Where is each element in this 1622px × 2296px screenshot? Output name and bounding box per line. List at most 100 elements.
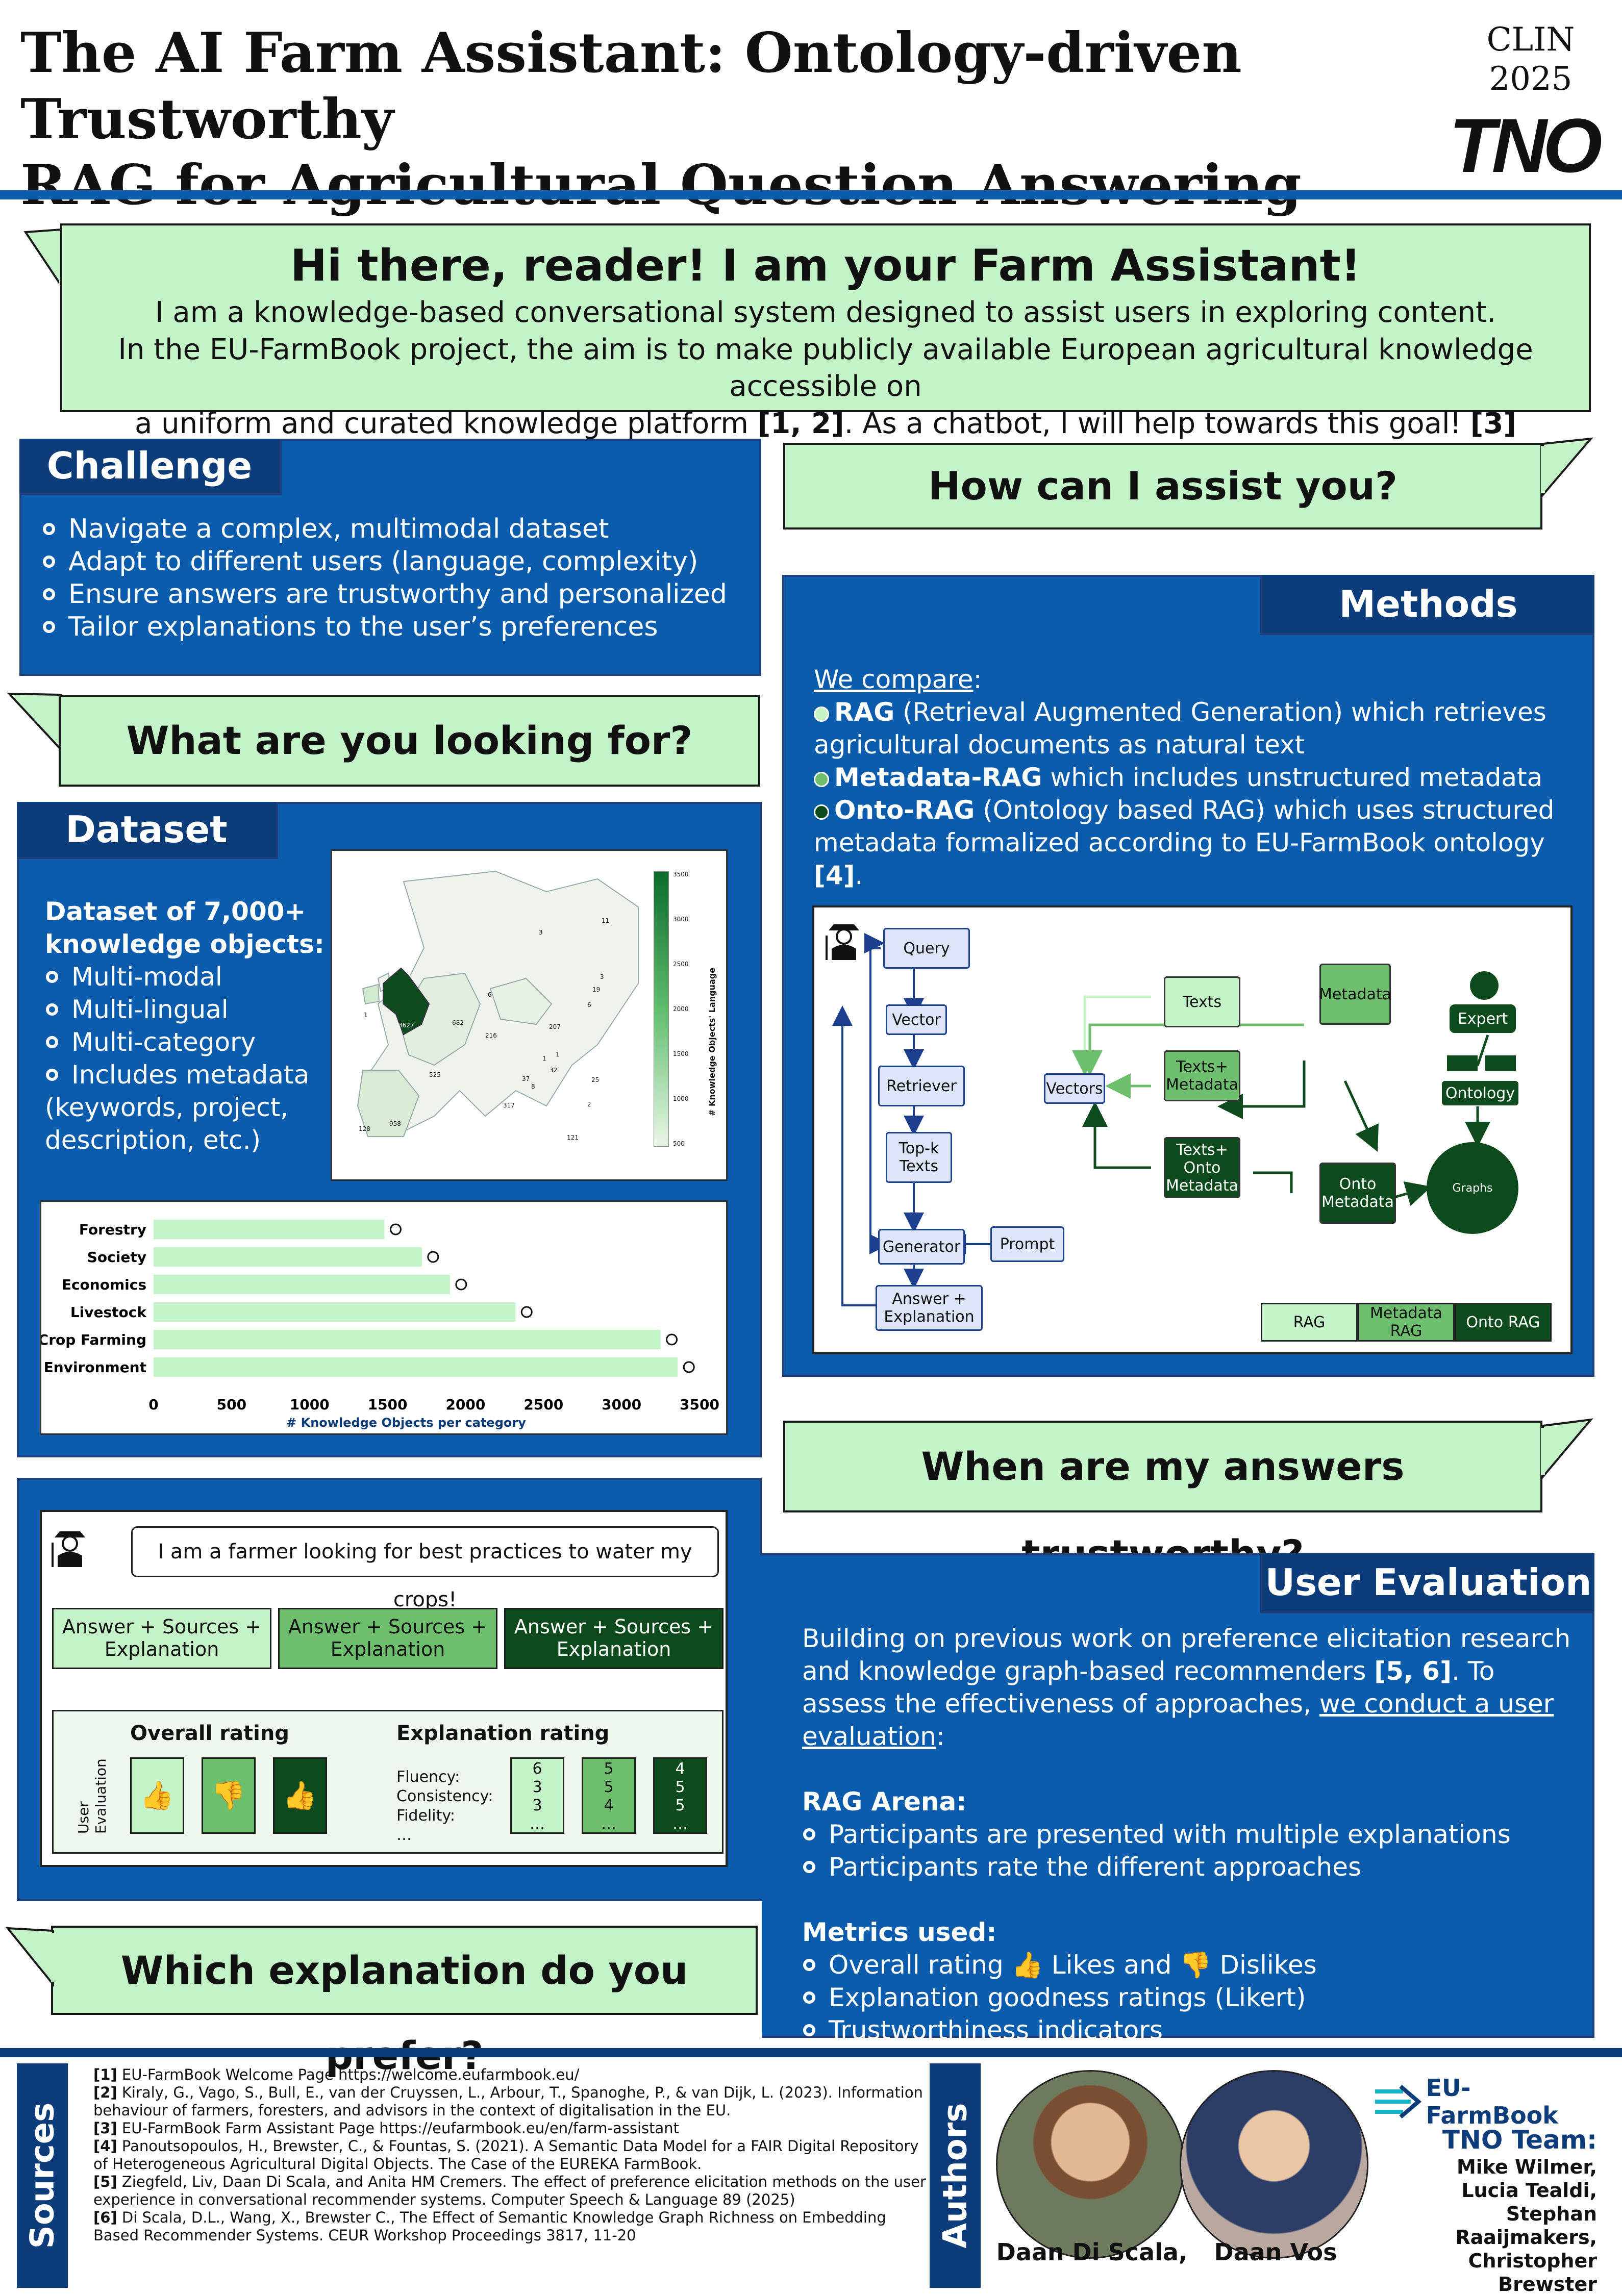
team-member: Stephan Raaijmakers, <box>1455 2203 1597 2249</box>
user-eval-para-cont: . To assess the effectiveness of approac… <box>802 1656 1495 1719</box>
ref-number: [1] <box>93 2066 117 2083</box>
x-tick-label: 1500 <box>368 1396 408 1413</box>
category-icon <box>455 1278 467 1291</box>
map-label: 128 <box>359 1125 370 1132</box>
legend-onto-rag: Onto RAG <box>1455 1303 1552 1342</box>
like-button[interactable]: 👍 <box>130 1757 184 1834</box>
answer-card-rag[interactable]: Answer + Sources + Explanation <box>52 1608 271 1669</box>
intro-line-1: I am a knowledge-based conversational sy… <box>155 295 1496 329</box>
thumbs-up-icon: 👍 <box>1011 1950 1043 1980</box>
vector-node: Vector <box>886 1004 947 1035</box>
intro-line-3-text: a uniform and curated knowledge platform <box>135 407 758 441</box>
method-name: Metadata-RAG <box>834 763 1042 792</box>
dataset-heading-2: knowledge objects: <box>45 929 325 959</box>
category-label: Livestock <box>70 1304 147 1321</box>
user-eval-link-text: we conduct a user evaluation <box>802 1689 1554 1751</box>
intro-ref-3: [3] <box>1470 407 1516 441</box>
ref-text: Ziegfeld, Liv, Daan Di Scala, and Anita … <box>93 2173 926 2208</box>
rag-arena-heading: RAG Arena: <box>802 1787 967 1816</box>
map-label: 958 <box>389 1120 401 1127</box>
dataset-item: Includes metadata <box>45 1058 331 1091</box>
rating-area: User Evaluation Overall rating 👍 👎 👍 Exp… <box>52 1710 723 1854</box>
method-name: Onto-RAG <box>834 795 975 825</box>
ref-number: [4] <box>93 2137 117 2155</box>
x-axis-label: # Knowledge Objects per category <box>286 1416 526 1430</box>
ref-number: [5] <box>93 2173 117 2190</box>
score: 5 <box>604 1760 614 1778</box>
evaluation-mockup: I am a farmer looking for best practices… <box>40 1510 728 1867</box>
map-label: 121 <box>567 1134 579 1141</box>
prefer-bubble: Which explanation do you prefer? <box>51 1926 758 2078</box>
dataset-item: Multi-category <box>45 1026 331 1058</box>
user-evaluation-vertical-label: User Evaluation <box>75 1758 109 1834</box>
poster-title: The AI Farm Assistant: Ontology-driven T… <box>20 20 1475 219</box>
category-label: Society <box>87 1249 146 1266</box>
category-bar <box>154 1330 661 1349</box>
team-member: Christopher Brewster <box>1468 2250 1597 2295</box>
score: 5 <box>675 1778 685 1796</box>
score: 5 <box>675 1797 685 1814</box>
texts-onto-node: Texts+ Onto Metadata <box>1164 1137 1240 1198</box>
metrics-list: Overall rating 👍 Likes and 👎 Dislikes Ex… <box>802 1949 1578 2047</box>
map-label: 3 <box>539 929 543 936</box>
category-bar <box>154 1220 385 1239</box>
texts-node: Texts <box>1164 976 1240 1027</box>
user-eval-text: Building on previous work on preference … <box>802 1622 1578 2047</box>
method-desc: (Retrieval Augmented Generation) which r… <box>814 697 1546 760</box>
metric-1-dislikes: Dislikes <box>1211 1950 1317 1980</box>
ref-number: [6] <box>93 2209 117 2226</box>
answer-card-onto-rag[interactable]: Answer + Sources + Explanation <box>504 1608 723 1669</box>
category-icon <box>683 1361 695 1373</box>
tno-team: TNO Team: Mike Wilmer, Lucia Tealdi, Ste… <box>1373 2125 1597 2296</box>
x-tick-label: 3000 <box>602 1396 641 1413</box>
metric-1-likes: Likes and <box>1043 1950 1180 1980</box>
user-eval-ref: [5, 6] <box>1374 1656 1452 1686</box>
intro-line-2: In the EU-FarmBook project, the aim is t… <box>118 333 1533 403</box>
team-member: Mike Wilmer, <box>1456 2156 1597 2178</box>
intro-line-3-cont: . As a chatbot, I will help towards this… <box>844 407 1470 441</box>
metadata-rag-bullet-icon <box>814 771 829 787</box>
overall-rating-label: Overall rating <box>130 1722 289 1745</box>
metric-item: Trustworthiness indicators <box>802 2014 1578 2047</box>
metric-item: Overall rating 👍 Likes and 👎 Dislikes <box>802 1949 1578 1981</box>
dataset-text: Dataset of 7,000+ knowledge objects: Mul… <box>45 895 331 1156</box>
author-name-2: Daan Vos <box>1214 2238 1337 2266</box>
retriever-node: Retriever <box>878 1066 965 1106</box>
metrics-heading: Metrics used: <box>802 1917 997 1947</box>
map-label: 32 <box>550 1067 558 1074</box>
team-member: Lucia Tealdi, <box>1461 2179 1597 2202</box>
authors-label: Authors <box>936 2103 974 2249</box>
map-label: 207 <box>549 1023 561 1030</box>
methods-ref: [4] <box>814 861 855 890</box>
farmer-icon <box>824 915 864 961</box>
like-button[interactable]: 👍 <box>273 1757 327 1834</box>
map-label: 1 <box>364 1012 368 1019</box>
answer-card-metadata-rag[interactable]: Answer + Sources + Explanation <box>278 1608 497 1669</box>
europe-map: 3500 3000 2500 2000 1500 1000 500 # Know… <box>331 849 728 1181</box>
category-label: Forestry <box>79 1221 146 1238</box>
methods-title: Methods <box>1260 575 1594 635</box>
ontology-chip-left <box>1447 1055 1478 1071</box>
dataset-extra-1: (keywords, project, <box>45 1093 289 1122</box>
dislike-button[interactable]: 👎 <box>202 1757 256 1834</box>
map-legend-title: # Knowledge Objects' Language <box>707 967 717 1116</box>
topk-node: Top-k Texts <box>886 1132 952 1183</box>
category-label: Crop Farming <box>41 1331 146 1348</box>
legend-tick: 500 <box>673 1140 685 1147</box>
eu-farmbook-logo: EU-FarmBook <box>1373 2074 1597 2129</box>
legend-tick: 2000 <box>673 1005 689 1013</box>
sources-label-bar: Sources <box>17 2063 68 2288</box>
score: 3 <box>532 1797 542 1814</box>
map-label: 3 <box>600 973 604 980</box>
x-tick-label: 1000 <box>290 1396 330 1413</box>
looking-bubble-tail <box>7 692 63 753</box>
method-item-onto-rag: Onto-RAG (Ontology based RAG) which uses… <box>814 794 1579 892</box>
intro-ref-1-2: [1, 2] <box>757 407 844 441</box>
texts-metadata-node: Texts+ Metadata <box>1164 1050 1240 1101</box>
metric-label: Fidelity: <box>396 1807 456 1825</box>
category-label: Environment <box>44 1359 146 1376</box>
map-label: 6 <box>587 1001 591 1008</box>
